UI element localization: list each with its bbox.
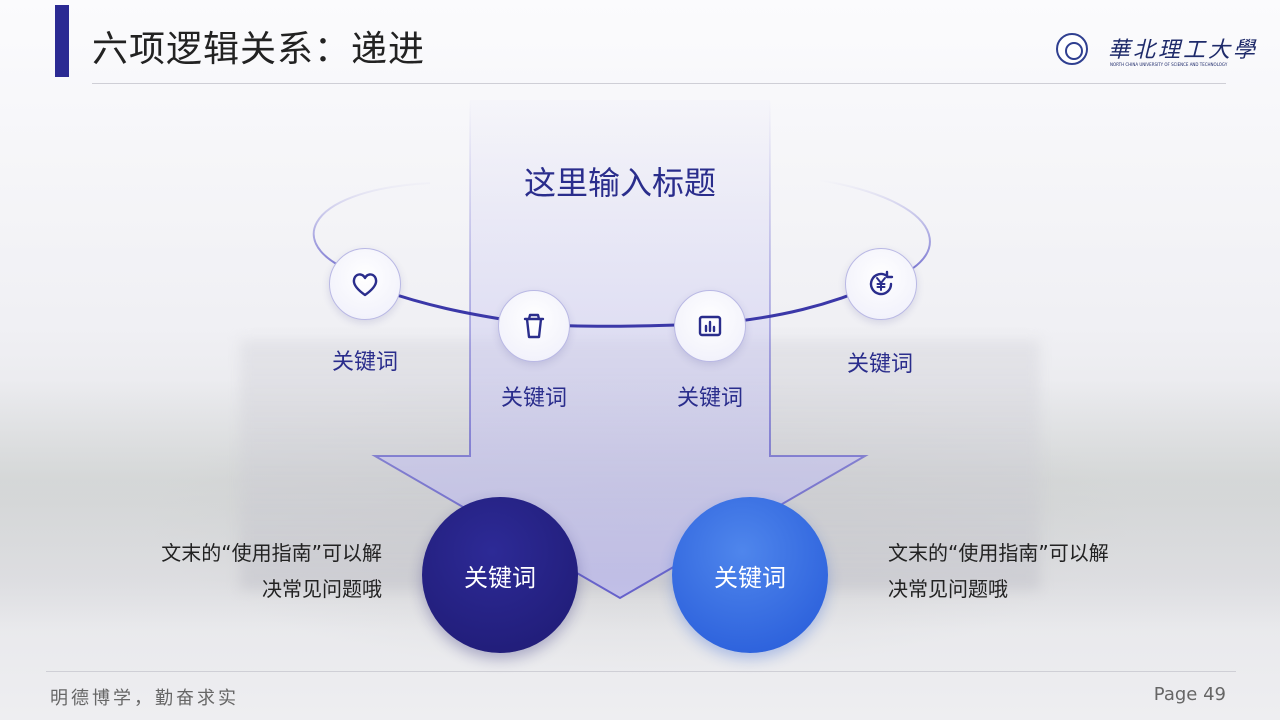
node-cup: [498, 290, 570, 362]
progression-arrow: [375, 100, 865, 598]
node-heart: [329, 248, 401, 320]
page-title: 六项逻辑关系：递进: [92, 29, 426, 70]
progression-arrow-outline: [371, 100, 869, 600]
yen-refresh-icon: [869, 270, 894, 296]
university-seal-icon: [1056, 33, 1088, 65]
node-yen-label: 关键词: [846, 352, 913, 377]
node-heart-label: 关键词: [331, 350, 398, 375]
description-left: 文末的“使用指南”可以解决常见问题哦: [161, 541, 382, 601]
description-right: 文末的“使用指南”可以解决常见问题哦: [888, 541, 1109, 601]
keyword-circle-right: 关键词: [672, 497, 828, 653]
node-yen: [845, 248, 917, 320]
title-accent-bar: [55, 5, 69, 77]
keyword-circle-left: 关键词: [422, 497, 578, 653]
node-chart: [674, 290, 746, 362]
heart-icon: [352, 273, 378, 297]
footer-motto: 明德博学，勤奋求实: [50, 688, 239, 709]
university-logo-text: 華北理工大學: [1108, 38, 1259, 63]
node-cup-label: 关键词: [500, 386, 567, 411]
page-number: Page 49: [1153, 684, 1226, 705]
keyword-circle-left-label: 关键词: [464, 563, 536, 592]
footer-divider: [46, 671, 1236, 672]
university-logo-subtitle: NORTH CHINA UNIVERSITY OF SCIENCE AND TE…: [1110, 62, 1228, 67]
node-chart-label: 关键词: [676, 386, 743, 411]
header-divider: [92, 83, 1226, 84]
keyword-circle-right-label: 关键词: [714, 563, 786, 592]
connector-curve: [364, 281, 881, 328]
chart-icon: [698, 315, 722, 337]
cup-icon: [523, 313, 545, 339]
hero-title: 这里输入标题: [523, 164, 716, 202]
